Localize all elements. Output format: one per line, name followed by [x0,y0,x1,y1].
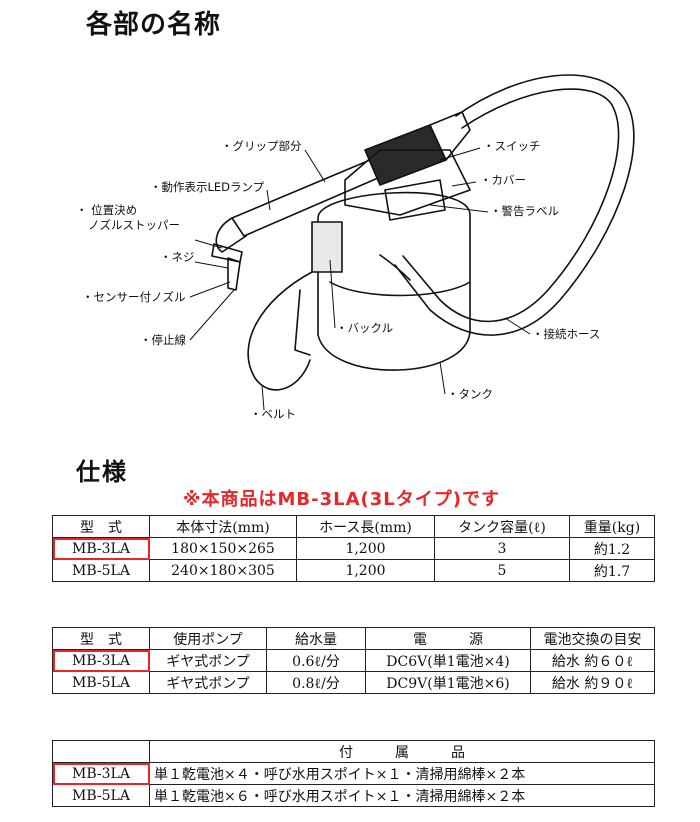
table-row: MB-3LA 180×150×265 1,200 3 約1.2 [52,537,655,560]
table-header-cell: 型 式 [52,627,150,650]
table-header-row: 付 属 品 [52,740,655,763]
table-header-row: 型 式 本体寸法(mm) ホース長(mm) タンク容量(ℓ) 重量(kg) [52,515,655,538]
model-cell-highlighted: MB-3LA [52,762,150,785]
table-row: MB-3LA 単１乾電池×４・呼び水用スポイト×１・清掃用綿棒×２本 [52,762,655,785]
table-cell: 0.6ℓ/分 [266,649,366,672]
hose-outline-outer [394,74,635,336]
label-warning: ・警告ラベル [490,204,559,218]
label-belt: ・ベルト [250,407,296,421]
table-cell: 1,200 [296,537,435,560]
table-cell: 単１乾電池×６・呼び水用スポイト×１・清掃用綿棒×２本 [149,784,655,807]
table-cell: 約1.7 [569,559,655,582]
model-cell: MB-5LA [52,784,150,807]
table-header-row: 型 式 使用ポンプ 給水量 電 源 電池交換の目安 [52,627,655,650]
table-row: MB-5LA ギヤ式ポンプ 0.8ℓ/分 DC9V(単1電池×6) 給水 約９０… [52,671,655,694]
table-cell: 180×150×265 [149,537,297,560]
belt-outline [247,271,313,391]
table-cell: 単１乾電池×４・呼び水用スポイト×１・清掃用綿棒×２本 [149,762,655,785]
table-cell: 3 [434,537,570,560]
table-row: MB-3LA ギヤ式ポンプ 0.6ℓ/分 DC6V(単1電池×4) 給水 約６０… [52,649,655,672]
spec-table-power: 型 式 使用ポンプ 給水量 電 源 電池交換の目安 MB-3LA ギヤ式ポンプ … [52,627,655,694]
tank-outline [317,191,471,371]
product-diagram: ・グリップ部分 ・スイッチ ・動作表示LEDランプ ・カバー ・ 位置決め ノズ… [76,74,635,421]
table-header-cell: 型 式 [52,515,150,538]
model-cell: MB-5LA [52,671,150,694]
table-cell: 給水 約６０ℓ [530,649,655,672]
table-header-cell: 本体寸法(mm) [149,515,297,538]
model-cell-highlighted: MB-3LA [52,537,150,560]
spec-table-accessories: 付 属 品 MB-3LA 単１乾電池×４・呼び水用スポイト×１・清掃用綿棒×２本… [52,740,655,807]
buckle-shape [311,221,343,273]
table-cell: 給水 約９０ℓ [530,671,655,694]
table-header-cell: 電池交換の目安 [530,627,655,650]
model-cell: MB-5LA [52,559,150,582]
table-header-cell: 付 属 品 [149,740,655,763]
table-cell: DC6V(単1電池×4) [365,649,531,672]
table-cell: ギヤ式ポンプ [149,649,267,672]
table-header-cell: 重量(kg) [569,515,655,538]
parts-heading: 各部の名称 [86,10,222,40]
label-stopper-2: ノズルストッパー [88,218,180,232]
hose-outline-inner [402,88,620,323]
model-notice: ※本商品はMB-3LA(3Lタイプ)です [183,489,500,510]
label-tank: ・タンク [447,387,493,401]
sensor-nozzle-shape [227,257,241,291]
cover-outline [344,149,471,216]
table-header-cell [52,740,150,763]
table-cell: DC9V(単1電池×6) [365,671,531,694]
table-cell: 1,200 [296,559,435,582]
table-header-cell: 使用ポンプ [149,627,267,650]
specs-heading: 仕様 [76,457,128,486]
label-switch: ・スイッチ [483,139,541,153]
table-header-cell: ホース長(mm) [296,515,435,538]
label-cover: ・カバー [480,173,526,187]
label-screw: ・ネジ [160,250,195,264]
table-row: MB-5LA 240×180×305 1,200 5 約1.7 [52,559,655,582]
model-cell-highlighted: MB-3LA [52,649,150,672]
table-cell: 約1.2 [569,537,655,560]
table-cell: 5 [434,559,570,582]
grip-band [364,124,447,186]
label-stopper-1: ・ 位置決め [76,203,137,217]
label-stop-line: ・停止線 [140,333,186,347]
table-header-cell: 電 源 [365,627,531,650]
table-header-cell: 給水量 [266,627,366,650]
table-cell: 240×180×305 [149,559,297,582]
spec-table-dimensions: 型 式 本体寸法(mm) ホース長(mm) タンク容量(ℓ) 重量(kg) MB… [52,515,655,582]
label-led: ・動作表示LEDランプ [150,180,265,194]
label-sensor-nozzle: ・センサー付ノズル [82,290,186,304]
table-cell: ギヤ式ポンプ [149,671,267,694]
label-buckle: ・バックル [336,321,393,335]
table-header-cell: タンク容量(ℓ) [434,515,570,538]
table-cell: 0.8ℓ/分 [266,671,366,694]
table-row: MB-5LA 単１乾電池×６・呼び水用スポイト×１・清掃用綿棒×２本 [52,784,655,807]
label-hose: ・接続ホース [532,327,600,341]
label-grip: ・グリップ部分 [221,139,302,153]
